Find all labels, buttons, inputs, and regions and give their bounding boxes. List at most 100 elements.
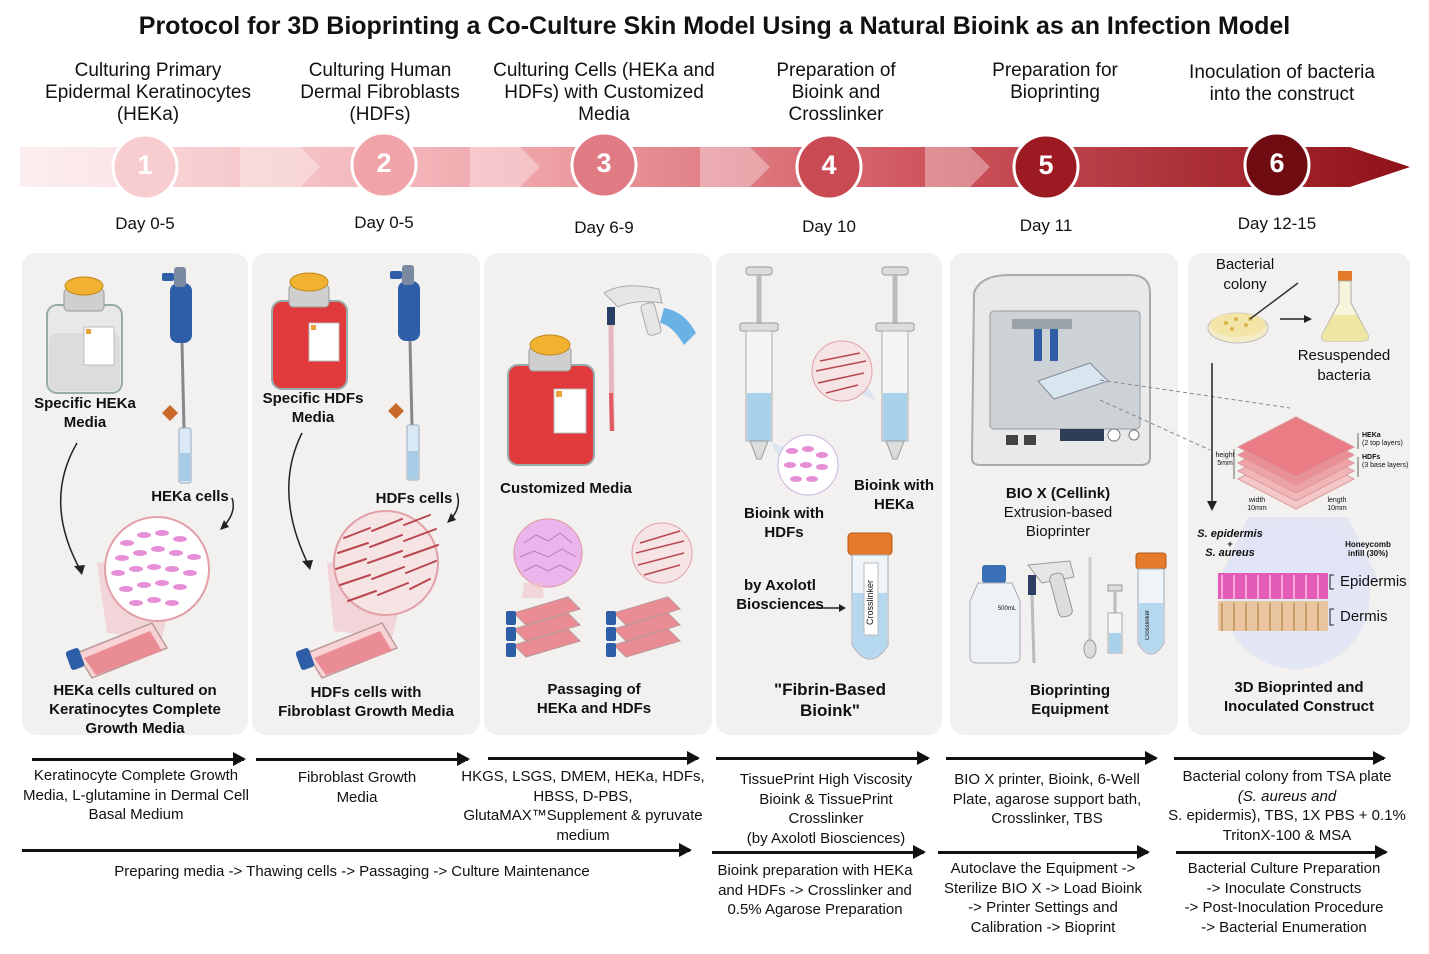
step-1-title-line: Epidermal Keratinocytes bbox=[45, 82, 251, 103]
label-line: Bioink with bbox=[744, 505, 824, 522]
label-line: HDFs bbox=[764, 524, 804, 541]
label-line: Bacterial bbox=[1215, 256, 1275, 273]
step-1-circle bbox=[111, 133, 179, 201]
crosslinker-tube-label: Crosslinker bbox=[865, 579, 875, 625]
materials-line: Crosslinker bbox=[788, 810, 864, 827]
step-1-number: 1 bbox=[137, 150, 153, 180]
panel-4-illustration bbox=[739, 266, 915, 660]
heka-colony-icon bbox=[519, 532, 577, 572]
materials-line: Bacterial colony from TSA plate bbox=[1182, 768, 1392, 785]
materials-line: Keratinocyte Complete Growth bbox=[33, 767, 239, 784]
syringe-heka-icon bbox=[875, 266, 915, 460]
procedure-line: Bacterial Culture Preparation bbox=[1187, 860, 1381, 877]
step-2-number: 2 bbox=[376, 148, 392, 178]
step-4-title: Preparation of Bioink and Crosslinker bbox=[716, 60, 956, 126]
procedure-line: Calibration -> Bioprint bbox=[970, 918, 1116, 936]
materials-line: Bioink & TissuePrint bbox=[759, 790, 893, 808]
caption-line: Bioprinting bbox=[1030, 682, 1110, 699]
caption-line: HEKa and HDFs bbox=[536, 700, 652, 717]
procedure-line: Autoclave the Equipment -> bbox=[950, 860, 1136, 877]
spatula-icon bbox=[1083, 557, 1097, 659]
step-3-title-line: HDFs) with Customized bbox=[504, 82, 704, 103]
materials-step-3: HKGS, LSGS, DMEM, HEKa, HDFs,HBSS, D-PBS… bbox=[456, 767, 710, 845]
step-6-number: 6 bbox=[1269, 148, 1285, 178]
label-line: (3 base layers) bbox=[1362, 462, 1409, 469]
customized-media-flask-icon bbox=[507, 334, 595, 466]
page-title: Protocol for 3D Bioprinting a Co-Culture… bbox=[138, 12, 1291, 40]
label-line: Specific HEKa bbox=[34, 395, 136, 412]
materials-arrow-4 bbox=[716, 751, 930, 765]
procedure-line: Sterilize BIO X -> Load Bioink bbox=[943, 879, 1142, 897]
step-4-day: Day 10 bbox=[802, 217, 856, 236]
step-2-title: Culturing Human Dermal Fibroblasts (HDFs… bbox=[260, 60, 500, 126]
step-3-title-line: Culturing Cells (HEKa and bbox=[493, 60, 715, 81]
label-line: height bbox=[1215, 452, 1235, 459]
materials-line: Media bbox=[336, 788, 378, 806]
step-5-number: 5 bbox=[1038, 150, 1054, 180]
label-line: bacteria bbox=[1317, 367, 1371, 384]
step-4-title-line: Preparation of bbox=[776, 60, 896, 81]
materials-line: (by Axolotl Biosciences) bbox=[746, 829, 906, 847]
procedure-step-6: Bacterial Culture Preparation -> Inoculat… bbox=[1166, 859, 1402, 937]
panel-1-illustration bbox=[46, 267, 234, 679]
step-3-number: 3 bbox=[596, 148, 612, 178]
label-line: Bioprinter bbox=[1025, 523, 1091, 540]
panel-3-illustration bbox=[506, 285, 696, 658]
step-3-title: Culturing Cells (HEKa and HDFs) with Cus… bbox=[484, 60, 724, 126]
syringe-icon bbox=[1107, 584, 1123, 654]
step-5-circle bbox=[1012, 133, 1080, 201]
hdfs-cells-label: HDFs cells bbox=[375, 490, 453, 507]
bio-x-printer-name: BIO X (Cellink) bbox=[1005, 485, 1111, 502]
procedure-steps-1-3: Preparing media -> Thawing cells -> Pass… bbox=[114, 863, 590, 880]
keratinocyte-cells-icon bbox=[111, 530, 201, 606]
caption-line: Growth Media bbox=[85, 720, 185, 737]
label-line: Specific HDFs bbox=[262, 390, 364, 407]
step-2-title-line: Dermal Fibroblasts bbox=[300, 82, 460, 103]
label-line: Bioink with bbox=[854, 477, 934, 494]
step-2-title-line: Culturing Human bbox=[308, 60, 452, 81]
bioprinter-icon bbox=[970, 274, 1151, 466]
label-line: HEKa bbox=[873, 496, 914, 513]
step-1-day: Day 0-5 bbox=[115, 214, 175, 233]
dermis-label: Dermis bbox=[1340, 608, 1388, 625]
step-4-number: 4 bbox=[821, 150, 837, 180]
procedure-line: and HDFs -> Crosslinker and bbox=[718, 881, 912, 899]
materials-line: BIO X printer, Bioink, 6-Well bbox=[954, 771, 1140, 788]
step-6-title-line: Inoculation of bacteria bbox=[1189, 62, 1375, 83]
procedure-step-5: Autoclave the Equipment -> Sterilize BIO … bbox=[932, 859, 1154, 937]
step-6-day: Day 12-15 bbox=[1237, 214, 1317, 233]
materials-line: Basal Medium bbox=[88, 806, 184, 823]
label-line: + bbox=[1227, 539, 1233, 549]
label-line: 5mm bbox=[1217, 460, 1233, 467]
label-line: Resuspended bbox=[1297, 347, 1391, 364]
step-3-circle bbox=[570, 131, 638, 199]
crosslinker-small-label: Crosslinker bbox=[1145, 609, 1151, 640]
scaffold-dermis-icon bbox=[1218, 601, 1328, 631]
step-1-title-line: Culturing Primary bbox=[74, 60, 222, 81]
materials-step-6: Bacterial colony from TSA plate (S. aure… bbox=[1164, 767, 1410, 845]
heka-cells-label: HEKa cells bbox=[151, 488, 229, 505]
media-flask-icon bbox=[271, 272, 348, 390]
step-2-circle bbox=[350, 131, 418, 199]
caption-line: Fibroblast Growth Media bbox=[278, 703, 454, 720]
step-3-day: Day 6-9 bbox=[574, 218, 634, 237]
materials-line: S. epidermis), TBS, 1X PBS + 0.1% bbox=[1168, 807, 1406, 824]
resuspended-bacteria-label: Resuspended bacteria bbox=[1286, 346, 1402, 386]
label-line: by Axolotl bbox=[744, 577, 816, 594]
dispensing-gun-icon bbox=[1027, 560, 1075, 664]
procedure-line: -> Inoculate Constructs bbox=[1206, 879, 1362, 897]
step-6-title: Inoculation of bacteria into the constru… bbox=[1162, 62, 1402, 106]
materials-line: GlutaMAX™Supplement & pyruvate bbox=[463, 807, 703, 824]
step-circles bbox=[111, 131, 1311, 201]
label-line: Biosciences bbox=[736, 596, 824, 613]
materials-line: Crosslinker, TBS bbox=[991, 810, 1103, 827]
